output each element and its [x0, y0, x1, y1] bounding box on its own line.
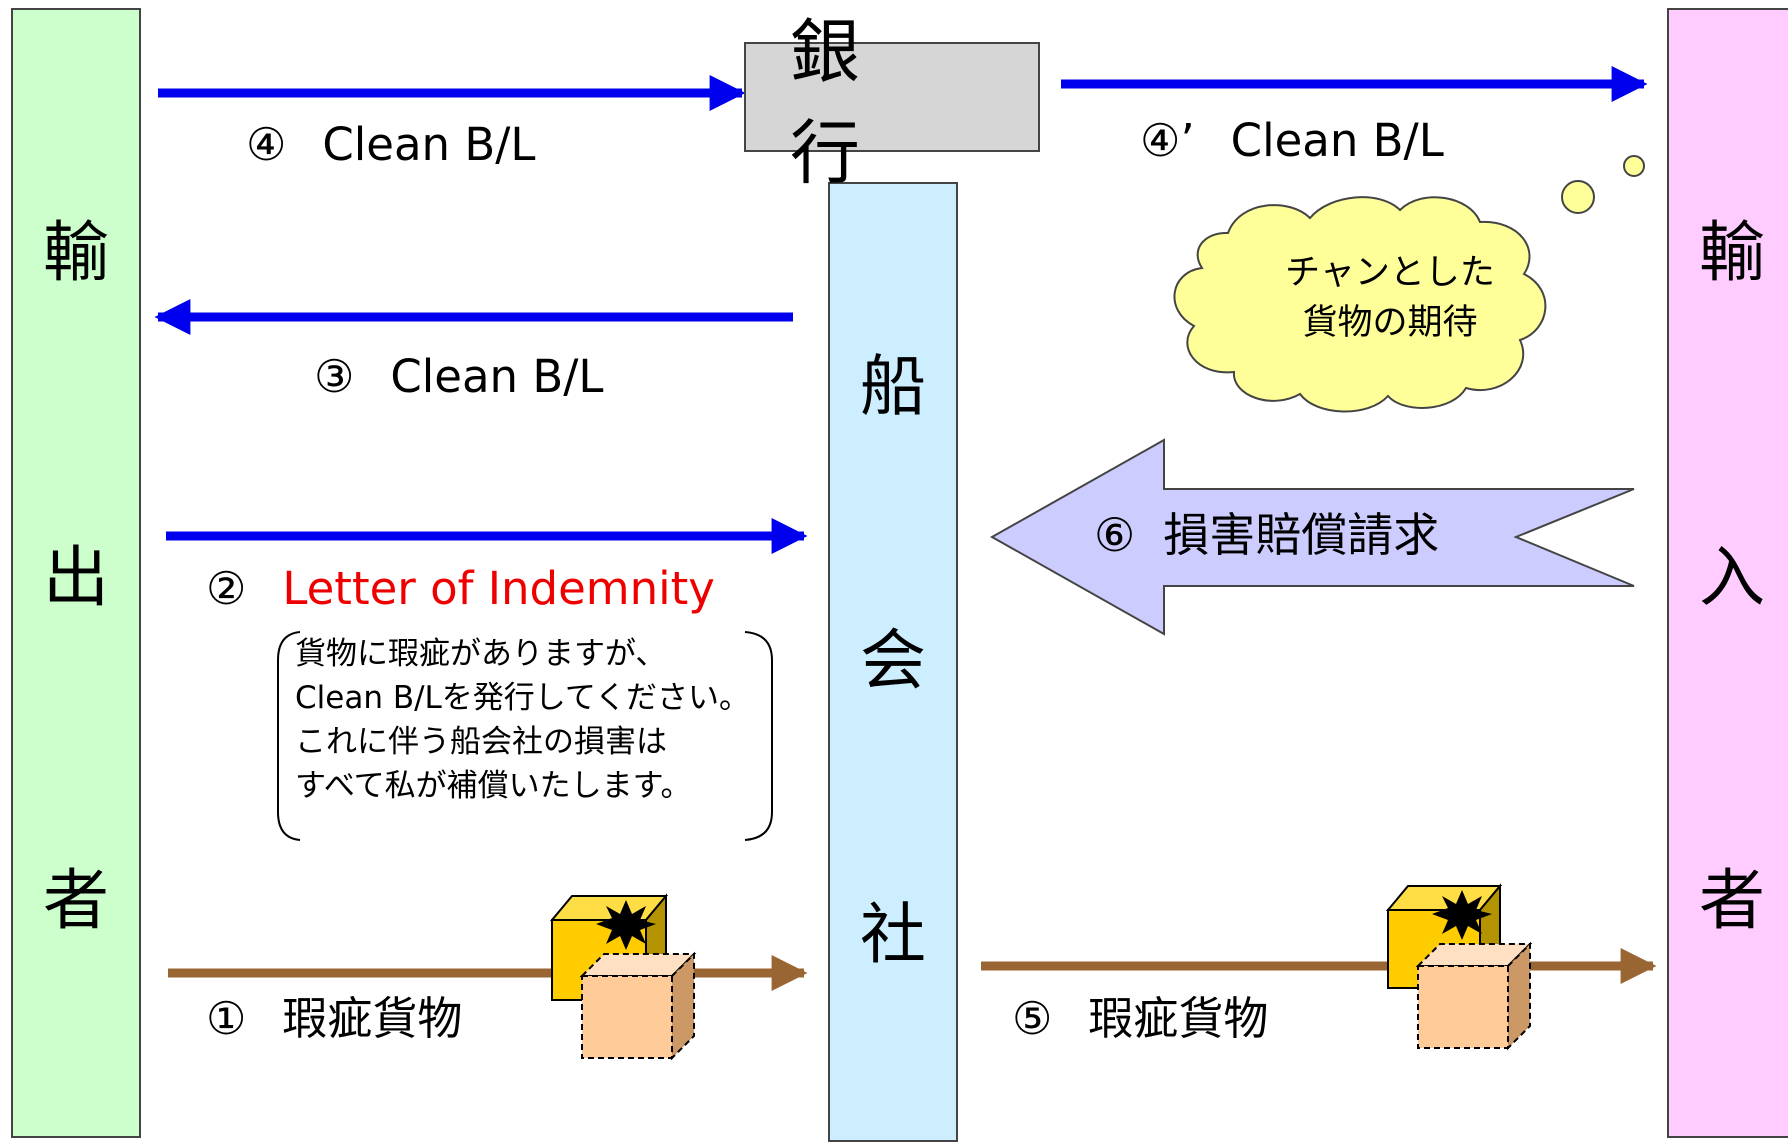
importer-column: 輸 入 者 [1667, 8, 1788, 1138]
exporter-char-1: 輸 [43, 214, 109, 291]
exporter-char-2: 出 [43, 539, 109, 616]
step2-number: ② [206, 562, 247, 615]
exporter-column: 輸 出 者 [11, 8, 141, 1138]
step6-text: 損害賠償請求 [1163, 508, 1440, 562]
thought-line-2: 貨物の期待 [1302, 303, 1478, 343]
importer-char-3: 者 [1699, 862, 1765, 939]
step1-number: ① [206, 992, 247, 1045]
importer-char-2: 入 [1699, 539, 1765, 616]
clean-cargo-box-step1 [579, 951, 697, 1061]
shipping-char-1: 船 [860, 348, 926, 425]
speech-bubble: 貨物に瑕疵がありますが、 Clean B/Lを発行してください。 これに伴う船会… [275, 632, 775, 842]
shipping-company-column: 船 会 社 [828, 182, 958, 1142]
step4b-label: ④’Clean B/L [1140, 118, 1444, 163]
speech-line-4: すべて私が補償いたします。 [295, 768, 692, 804]
step3-number: ③ [314, 350, 355, 403]
shipping-char-3: 社 [860, 896, 926, 973]
exporter-char-3: 者 [43, 862, 109, 939]
arrow-step6-claim [989, 438, 1635, 636]
step5-text: 瑕疵貨物 [1088, 992, 1269, 1045]
importer-char-1: 輸 [1699, 214, 1765, 291]
step4b-text: Clean B/L [1230, 114, 1444, 167]
thought-line-1: チャンとした [1285, 253, 1495, 293]
step1-text: 瑕疵貨物 [282, 992, 463, 1045]
step4-text: Clean B/L [322, 118, 536, 171]
bank-box: 銀 行 [744, 11, 1040, 194]
step4b-number: ④’ [1140, 114, 1195, 167]
thought-cloud [1173, 133, 1683, 413]
thought-bubble-text: チャンとした 貨物の期待 [1270, 248, 1510, 348]
speech-bubble-outline [277, 631, 773, 841]
step3-text: Clean B/L [390, 350, 604, 403]
shipping-char-2: 会 [860, 622, 926, 699]
step6-number: ⑥ [1094, 508, 1136, 562]
speech-line-2: Clean B/Lを発行してください。 [295, 680, 750, 716]
speech-line-1: 貨物に瑕疵がありますが、 [295, 636, 667, 672]
clean-cargo-box-step5 [1415, 941, 1533, 1051]
speech-line-3: これに伴う船会社の損害は [295, 724, 667, 760]
step5-number: ⑤ [1012, 992, 1053, 1045]
step2-text: Letter of Indemnity [282, 562, 715, 615]
step4-number: ④ [246, 118, 287, 171]
